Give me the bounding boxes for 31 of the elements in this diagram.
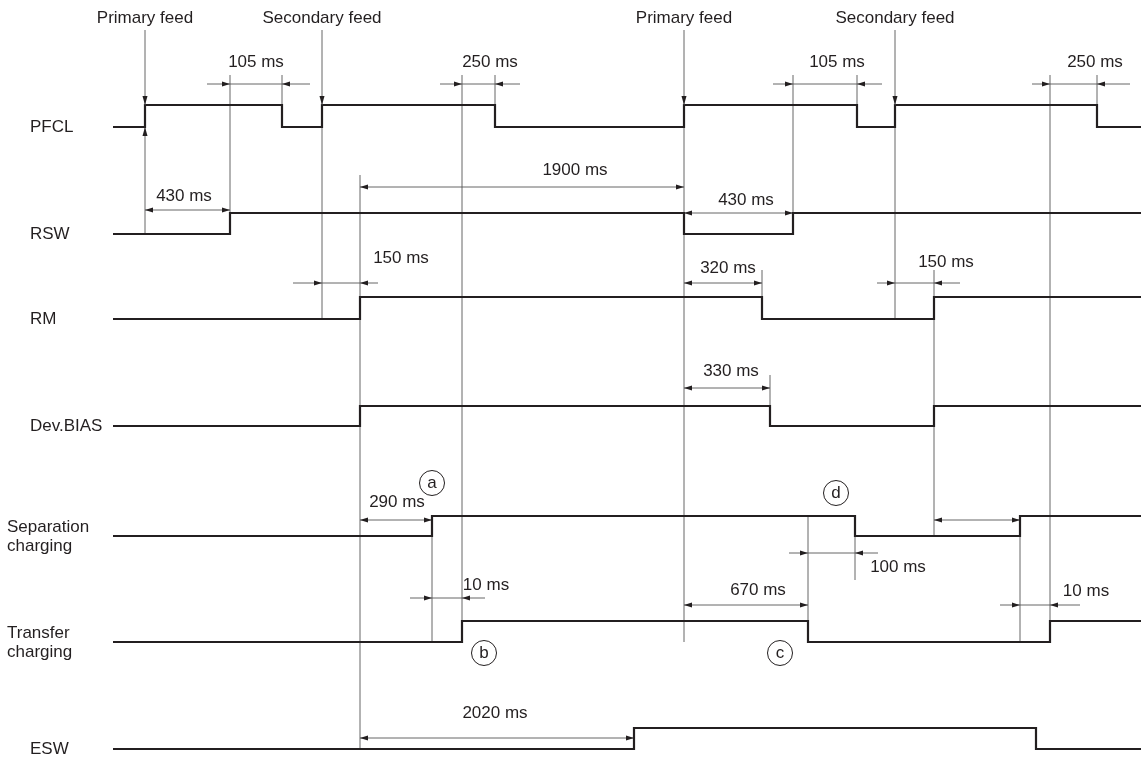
signal-name: ESW	[30, 739, 69, 759]
event-label: Secondary feed	[835, 8, 955, 28]
signal-name: PFCL	[30, 117, 74, 137]
signal-name: RSW	[30, 224, 70, 244]
signal-name: RM	[30, 309, 57, 329]
signal-name: Separation charging	[7, 517, 91, 555]
duration-label: 250 ms	[462, 52, 518, 72]
duration-label: 430 ms	[718, 190, 774, 210]
duration-label: 1900 ms	[542, 160, 608, 180]
event-label: Secondary feed	[262, 8, 382, 28]
duration-label: 100 ms	[870, 557, 926, 577]
duration-label: 250 ms	[1067, 52, 1123, 72]
duration-label: 10 ms	[462, 575, 510, 595]
duration-label: 670 ms	[730, 580, 786, 600]
duration-label: 330 ms	[703, 361, 759, 381]
signal-name: Transfer charging	[7, 623, 74, 661]
event-label: Primary feed	[96, 8, 194, 28]
duration-label: 320 ms	[700, 258, 756, 278]
duration-label: 105 ms	[228, 52, 284, 72]
callout-letter: d	[823, 480, 849, 506]
duration-label: 150 ms	[373, 248, 429, 268]
duration-label: 10 ms	[1062, 581, 1110, 601]
callout-letter: a	[419, 470, 445, 496]
signal-name: Dev.BIAS	[30, 416, 103, 436]
duration-label: 105 ms	[809, 52, 865, 72]
event-label: Primary feed	[635, 8, 733, 28]
duration-label: 430 ms	[156, 186, 212, 206]
callout-letter: b	[471, 640, 497, 666]
duration-label: 2020 ms	[462, 703, 528, 723]
callout-letter: c	[767, 640, 793, 666]
duration-label: 150 ms	[918, 252, 974, 272]
